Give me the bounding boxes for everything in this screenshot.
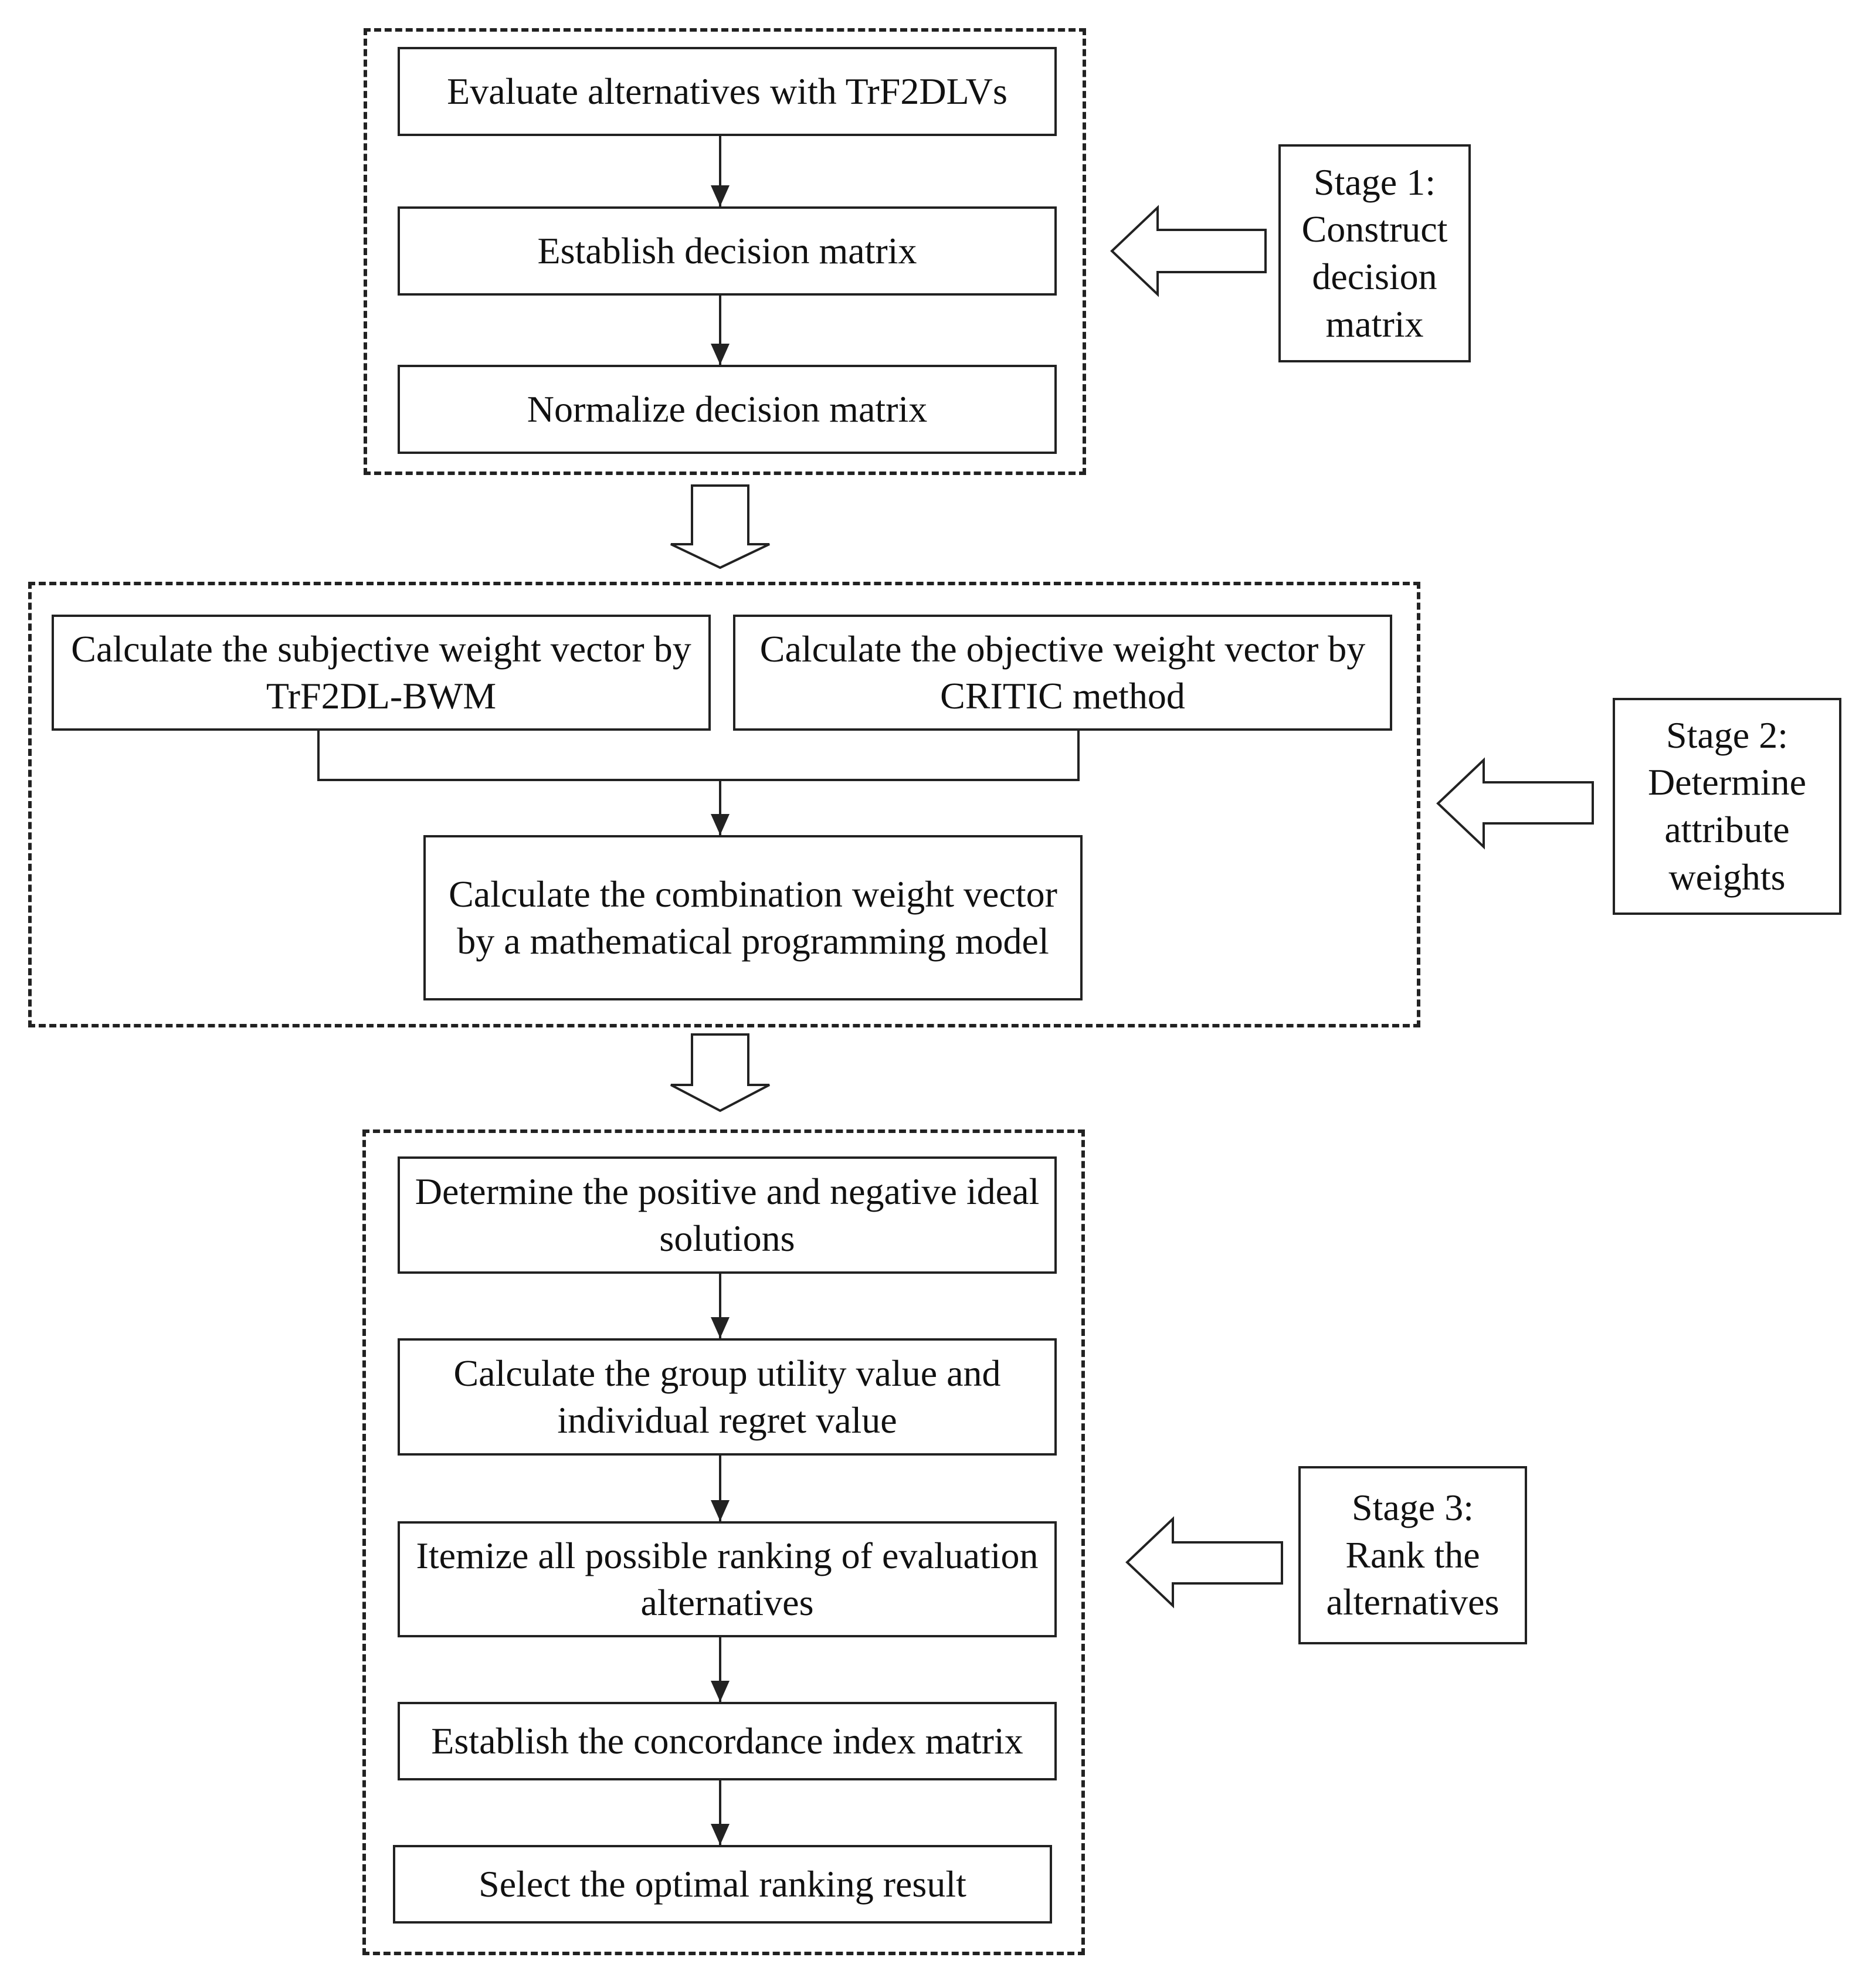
step-utility-regret-label: Calculate the group utility value and in… <box>453 1352 1001 1441</box>
step-normalize-decision-matrix: Normalize decision matrix <box>398 365 1057 454</box>
step-optimal-ranking-label: Select the optimal ranking result <box>479 1863 966 1905</box>
stage1-container <box>364 28 1086 475</box>
step-concordance-matrix-label: Establish the concordance index matrix <box>431 1720 1023 1762</box>
step-evaluate-alternatives-label: Evaluate alternatives with TrF2DLVs <box>447 70 1007 112</box>
stage2-label: Stage 2: Determine attribute weights <box>1613 698 1841 915</box>
step-optimal-ranking: Select the optimal ranking result <box>393 1845 1052 1924</box>
step-normalize-decision-matrix-label: Normalize decision matrix <box>527 388 928 430</box>
stage2-container <box>28 582 1420 1027</box>
step-combination-weight-label: Calculate the combination weight vector … <box>449 873 1057 962</box>
step-utility-regret: Calculate the group utility value and in… <box>398 1338 1057 1456</box>
step-itemize-rankings-label: Itemize all possible ranking of evaluati… <box>416 1535 1039 1623</box>
merge-connector <box>317 731 1080 781</box>
block-arrow-left-2 <box>1436 757 1594 850</box>
step-establish-decision-matrix-label: Establish decision matrix <box>537 230 917 272</box>
step-objective-weight-label: Calculate the objective weight vector by… <box>759 628 1366 717</box>
step-evaluate-alternatives: Evaluate alternatives with TrF2DLVs <box>398 47 1057 136</box>
step-establish-decision-matrix: Establish decision matrix <box>398 206 1057 296</box>
block-arrow-left-3 <box>1125 1516 1283 1609</box>
step-concordance-matrix: Establish the concordance index matrix <box>398 1702 1057 1780</box>
step-subjective-weight-label: Calculate the subjective weight vector b… <box>71 628 691 717</box>
step-itemize-rankings: Itemize all possible ranking of evaluati… <box>398 1521 1057 1637</box>
block-arrow-left-1 <box>1110 205 1267 297</box>
step-ideal-solutions: Determine the positive and negative idea… <box>398 1156 1057 1274</box>
step-ideal-solutions-label: Determine the positive and negative idea… <box>415 1171 1040 1259</box>
block-arrow-down-2 <box>670 1033 770 1112</box>
step-objective-weight: Calculate the objective weight vector by… <box>733 615 1392 731</box>
block-arrow-down-1 <box>670 484 770 569</box>
stage3-label: Stage 3: Rank the alternatives <box>1298 1466 1527 1644</box>
step-subjective-weight: Calculate the subjective weight vector b… <box>52 615 711 731</box>
step-combination-weight: Calculate the combination weight vector … <box>423 835 1083 1000</box>
stage1-label: Stage 1: Construct decision matrix <box>1278 144 1471 362</box>
stage3-container <box>362 1129 1085 1955</box>
